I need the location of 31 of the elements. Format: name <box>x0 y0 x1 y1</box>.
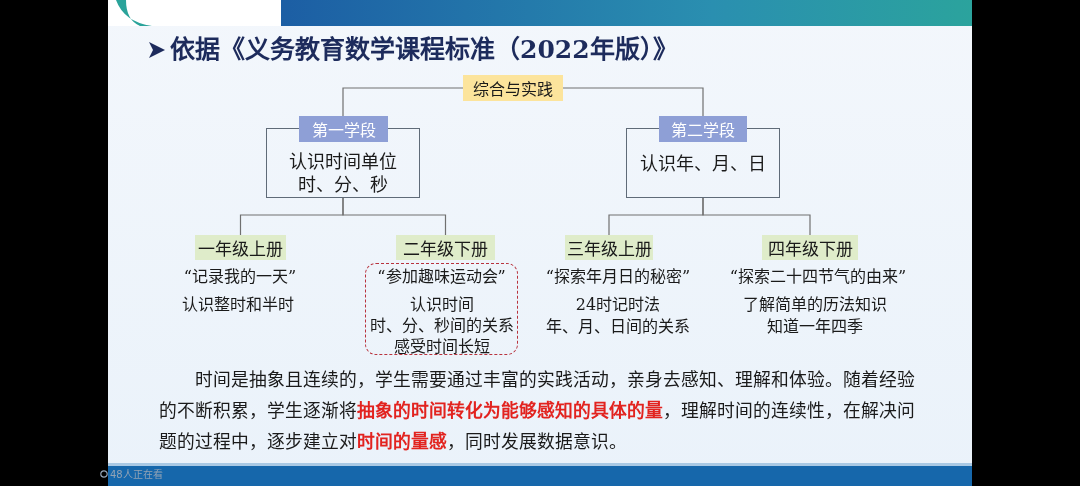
grade-tag: 一年级上册 <box>195 235 286 260</box>
activity-box <box>365 263 518 355</box>
stage-panel <box>626 116 780 198</box>
connector-line <box>342 87 464 117</box>
stage-panel <box>266 116 420 198</box>
topic-text: 认识年、月、日 <box>639 152 767 175</box>
goal-text: 了解简单的历法知识 <box>743 295 887 315</box>
activity-title: “探索二十四节气的由来” <box>729 267 907 287</box>
goal-text: 认识时间 <box>409 295 474 315</box>
viewer-count: 48人正在看 <box>110 468 163 481</box>
goal-text: 24时记时法 <box>575 295 661 315</box>
goal-text: 年、月、日间的关系 <box>546 317 690 337</box>
connector-line <box>562 87 704 117</box>
body-paragraph: 时间是抽象且连续的，学生需要通过丰富的实践活动，亲身去感知、理解和体验。随着经验的不断积累，学生逐渐将抽象的时间转化为能够感知的具体的量，理解时间的连续性，在解决问题的过程中，逐步建立对时间的量感，同时发展数据意识。 <box>159 368 915 454</box>
activity-title: “探索年月日的秘密” <box>545 267 691 287</box>
grade-tag: 三年级上册 <box>565 235 653 260</box>
goal-text: 认识整时和半时 <box>182 295 294 315</box>
topic-text: 认识时间单位时、分、秒 <box>288 150 398 196</box>
slide-title: 依据《义务教育数学课程标准（2022年版）》 <box>170 34 678 66</box>
goal-text: 感受时间长短 <box>393 337 490 357</box>
connector-line <box>342 197 447 236</box>
connector-line <box>702 197 811 236</box>
activity-title: “参加趣味运动会” <box>377 267 506 287</box>
activity-title: “记录我的一天” <box>183 267 297 287</box>
stage-tab: 第一学段 <box>299 116 388 142</box>
goal-text: 知道一年四季 <box>767 317 863 337</box>
goal-text: 时、分、秒间的关系 <box>369 316 514 336</box>
stage-tab: 第二学段 <box>659 116 747 142</box>
grade-tag: 四年级下册 <box>762 235 858 260</box>
theme-tag: 综合与实践 <box>463 75 563 101</box>
grade-tag: 二年级下册 <box>396 235 495 260</box>
